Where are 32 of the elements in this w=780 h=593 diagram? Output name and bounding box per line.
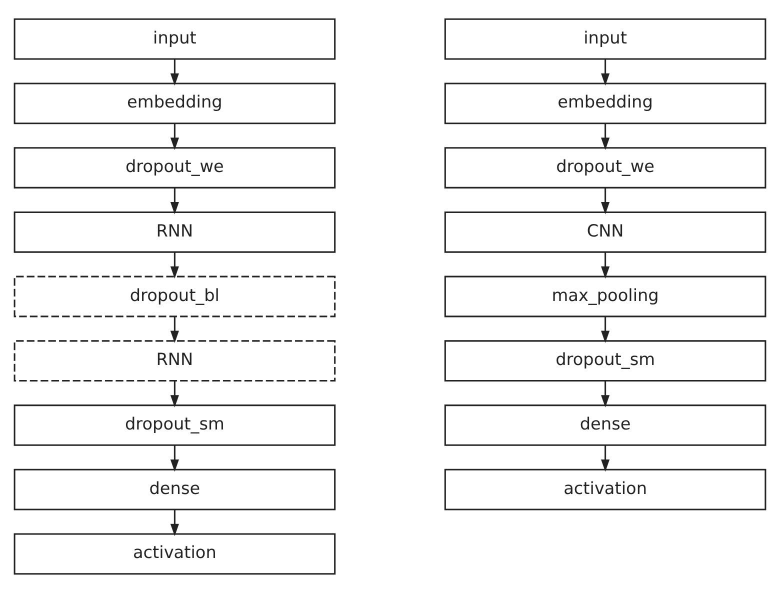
node-box: dropout_sm: [444, 340, 766, 382]
arrow: [601, 59, 610, 86]
node-box: dense: [14, 468, 336, 510]
node-box: dropout_we: [14, 147, 336, 188]
arrow: [170, 252, 179, 279]
arrow: [170, 381, 179, 408]
node-box: embedding: [14, 82, 336, 124]
arrow: [170, 510, 179, 536]
arrow: [170, 316, 179, 344]
node-box: activation: [14, 533, 336, 575]
node-box: input: [14, 18, 336, 60]
node-box: dropout_sm: [14, 404, 336, 446]
arrow: [601, 188, 610, 214]
arrow: [170, 188, 179, 214]
node-box: max_pooling: [444, 276, 766, 318]
node-box: RNN: [14, 340, 336, 382]
node-box: input: [444, 18, 766, 60]
arrow: [170, 124, 179, 150]
node-box: embedding: [444, 82, 766, 124]
arrow: [170, 59, 179, 86]
arrow: [601, 381, 610, 408]
arrow: [601, 124, 610, 150]
arrow: [601, 252, 610, 279]
node-box: dense: [444, 404, 766, 446]
node-box: dropout_we: [444, 147, 766, 188]
node-box: CNN: [444, 211, 766, 253]
node-box: RNN: [14, 211, 336, 253]
arrow: [601, 316, 610, 344]
arrow: [170, 445, 179, 472]
node-box: activation: [444, 468, 766, 510]
node-box: dropout_bl: [14, 276, 336, 318]
arrow: [601, 445, 610, 472]
